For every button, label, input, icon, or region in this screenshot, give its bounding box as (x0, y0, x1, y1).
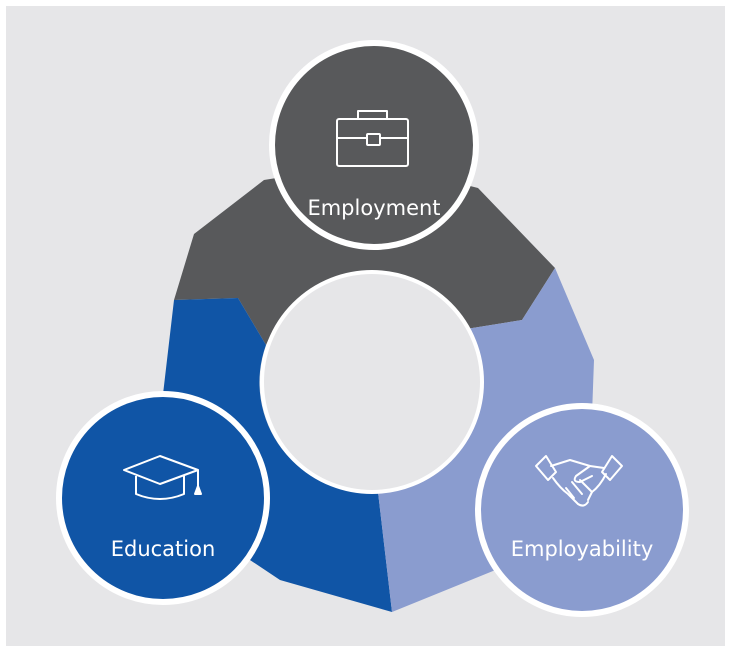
handshake-icon (535, 455, 623, 507)
center-circle (260, 270, 484, 494)
employability-node: Employability (475, 403, 689, 617)
graduation-cap-icon (123, 455, 202, 500)
employment-label: Employment (307, 196, 440, 220)
employability-label: Employability (511, 537, 654, 561)
ring-segment-employment (174, 162, 555, 345)
education-label: Education (111, 537, 216, 561)
education-node: Education (56, 391, 270, 605)
employment-node: Employment (269, 40, 479, 250)
employability-circle (475, 403, 689, 617)
briefcase-icon (336, 110, 409, 167)
